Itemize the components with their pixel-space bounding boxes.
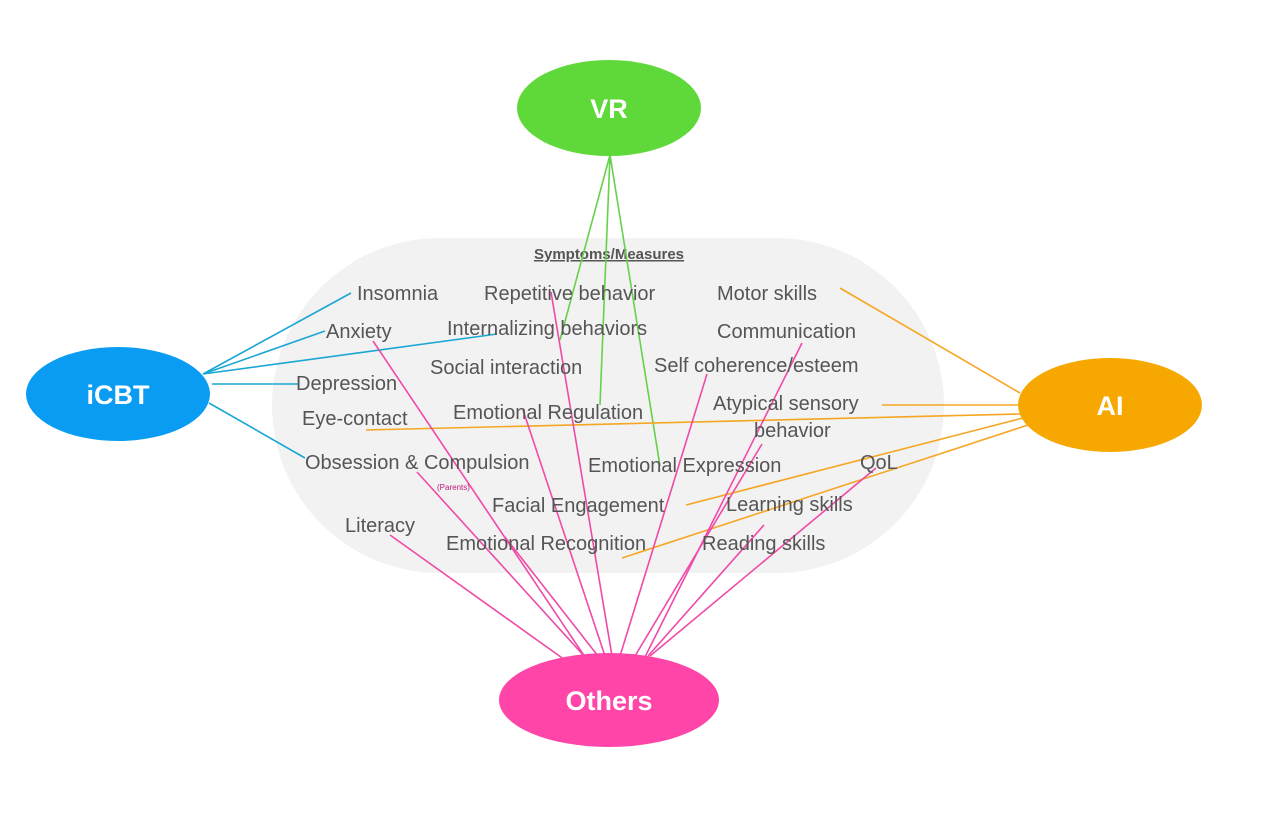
node-icbt: iCBT (26, 347, 210, 441)
edge-others-emorec (504, 536, 599, 657)
measure-eye-contact: Eye-contact (302, 408, 408, 430)
edge-vr-emoreg (599, 154, 611, 406)
measure-literacy: Literacy (345, 515, 415, 537)
measure-learning-skills: Learning skills (726, 494, 853, 516)
node-others: Others (499, 653, 719, 747)
ai-label: AI (1097, 391, 1124, 421)
vr-ellipse (517, 60, 701, 156)
edge-others-repetitive (550, 291, 613, 657)
edge-ai-facial (685, 417, 1024, 506)
edge-ai-motor (839, 287, 1021, 394)
measure-atypical-behavior: behavior (754, 420, 831, 442)
edge-ai-learning (621, 424, 1029, 559)
node-vr: VR (517, 60, 701, 156)
others-connections (372, 291, 877, 661)
icbt-connections (202, 292, 498, 459)
measure-internalizing-behaviors: Internalizing behaviors (447, 318, 647, 340)
symptoms-region (272, 238, 944, 573)
measure-insomnia: Insomnia (357, 283, 439, 305)
edge-vr-internalizing (559, 154, 611, 341)
ai-connections (365, 287, 1029, 559)
vr-label: VR (590, 94, 628, 124)
edge-others-communication (644, 342, 803, 658)
measure-emotional-recognition: Emotional Recognition (446, 533, 646, 555)
measure-motor-skills: Motor skills (717, 283, 817, 305)
edge-vr-emoexp (609, 154, 661, 467)
edge-others-reading (647, 524, 765, 657)
edge-others-literacy (389, 534, 566, 661)
measure-atypical-sensory: Atypical sensory (713, 393, 859, 415)
edge-others-anxiety (372, 340, 586, 658)
edge-icbt-anxiety (202, 330, 326, 375)
measure-labels: Insomnia Repetitive behavior Motor skill… (296, 283, 898, 555)
measure-qol: QoL (860, 452, 898, 474)
icbt-ellipse (26, 347, 210, 441)
measure-emotional-expression: Emotional Expression (588, 455, 781, 477)
measure-obsession-compulsion: Obsession & Compulsion (305, 452, 530, 474)
measure-repetitive-behavior: Repetitive behavior (484, 283, 656, 305)
node-ai: AI (1018, 358, 1202, 452)
vr-connections (559, 154, 661, 467)
edge-others-qol (649, 467, 877, 657)
edge-others-self (619, 373, 708, 657)
measure-social-interaction: Social interaction (430, 357, 582, 379)
edge-others-social (522, 409, 606, 657)
measure-depression: Depression (296, 373, 397, 395)
edge-others-obsession (416, 471, 586, 658)
measure-communication: Communication (717, 321, 856, 343)
region-title: Symptoms/Measures (534, 246, 684, 263)
measure-self-coherence: Self coherence/esteem (654, 355, 859, 377)
measure-facial-engagement: Facial Engagement (492, 495, 665, 517)
measure-parents-note: (Parents) (437, 483, 470, 492)
edge-icbt-obsession (208, 402, 306, 459)
edge-icbt-insomnia (202, 292, 352, 375)
ai-ellipse (1018, 358, 1202, 452)
measure-anxiety: Anxiety (326, 321, 392, 343)
edge-icbt-internalizing (202, 333, 498, 375)
others-label: Others (565, 686, 652, 716)
measure-emotional-regulation: Emotional Regulation (453, 402, 643, 424)
others-ellipse (499, 653, 719, 747)
icbt-label: iCBT (87, 380, 150, 410)
measure-reading-skills: Reading skills (702, 533, 825, 555)
